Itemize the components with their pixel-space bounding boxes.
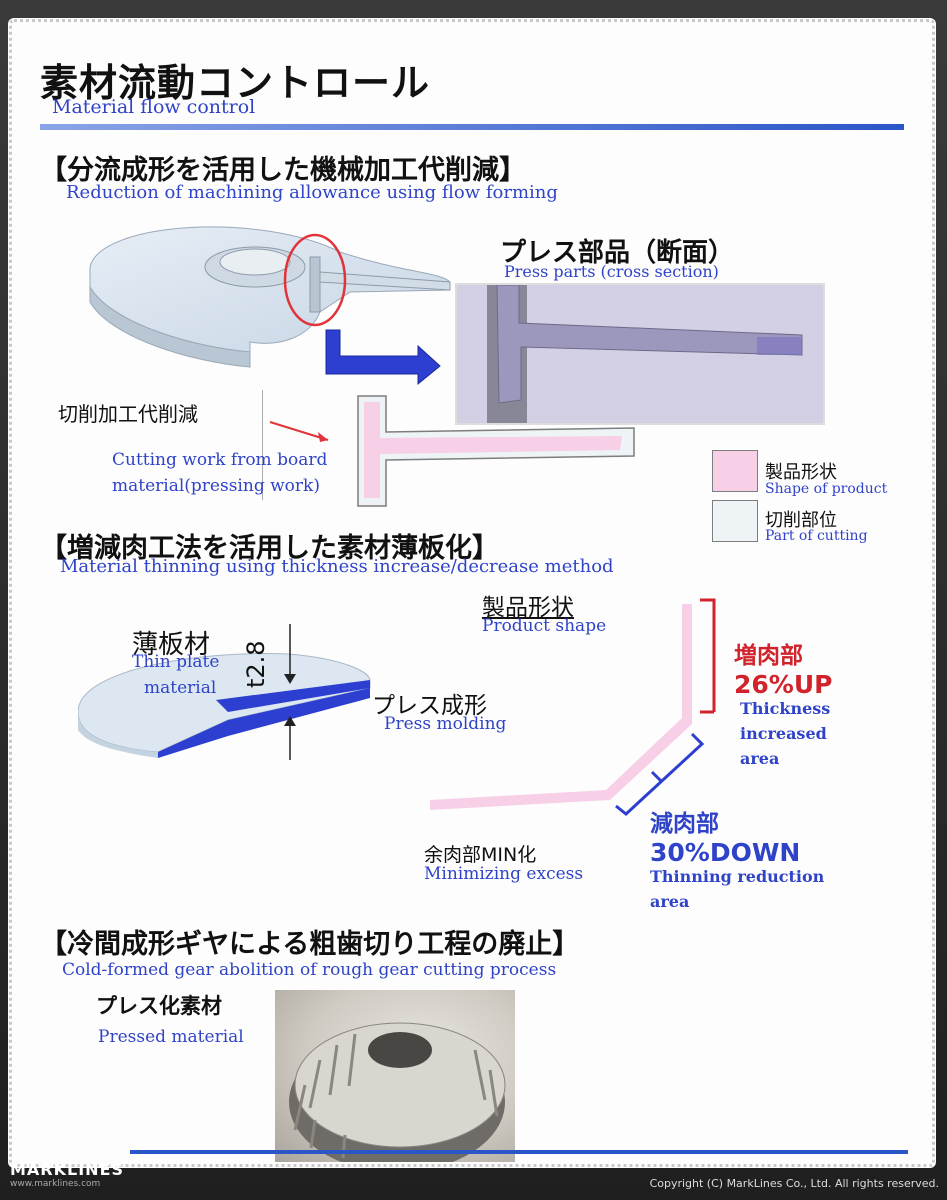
poster-panel [8,18,936,1168]
thickness-label: t2.8 [242,640,270,688]
press-parts-photo [455,283,825,425]
disc-3d-illustration [89,226,451,368]
pressed-material-label-en: Pressed material [98,1027,244,1047]
section1-subheading: Reduction of machining allowance using f… [66,182,558,203]
cutting-work-label-2: material(pressing work) [112,476,320,496]
pressed-material-label: プレス化素材 [96,994,222,1018]
page-title: 素材流動コントロール [40,61,431,105]
t-profile-diagram [357,395,635,507]
blue-arrow-icon [325,329,441,386]
logo-url: www.marklines.com [10,1179,101,1189]
highlight-circle [283,233,347,327]
title-underline [40,124,904,130]
footer-bar [130,1150,908,1154]
decrease-en-1: Thinning reduction [650,867,825,886]
red-arrow-icon [269,421,329,442]
logo-text: MARKLINES [10,1160,125,1179]
section2-heading: 【増減肉工法を活用した素材薄板化】 [40,533,499,564]
press-molding-label-en: Press molding [384,714,507,734]
section2-subheading: Material thinning using thickness increa… [60,556,614,577]
decrease-en-2: area [650,892,690,911]
marklines-logo: MARKLINES www.marklines.com [10,1160,124,1189]
decrease-label: 減肉部 [650,811,719,837]
thin-plate-label-en-1: Thin plate [132,652,220,672]
divider-line [262,390,263,500]
press-parts-label: プレス部品（断面） [500,238,735,268]
legend-product-label-en: Shape of product [765,481,888,497]
increase-bracket [700,598,716,712]
decrease-percentage: 30%DOWN [650,838,801,867]
thin-plate-illustration [78,653,371,758]
thin-plate-label: 薄板材 [132,630,211,660]
increase-en-2: increased [740,724,827,743]
legend-swatch-product [712,450,758,492]
increase-percentage: 26%UP [734,670,833,699]
decrease-bracket [615,732,705,816]
increase-en-3: area [740,749,780,768]
cutting-reduction-label: 切削加工代削減 [58,402,198,426]
minimize-excess-label: 余肉部MIN化 [424,844,537,866]
product-shape-profile [430,598,716,816]
press-parts-label-en: Press parts (cross section) [504,262,719,281]
increase-en-1: Thickness [740,699,831,718]
legend-cutting-label: 切削部位 [765,510,837,531]
gear-graphic [289,1022,506,1162]
section3-subheading: Cold-formed gear abolition of rough gear… [62,960,557,980]
copyright-text: Copyright (C) MarkLines Co., Ltd. All ri… [649,1177,939,1190]
thin-plate-label-en-2: material [144,678,217,698]
product-shape-label-en: Product shape [482,616,607,636]
legend-product-label: 製品形状 [765,462,837,483]
section1-heading: 【分流成形を活用した機械加工代削減】 [40,155,526,186]
cutting-work-label-1: Cutting work from board [112,450,328,470]
press-molding-label: プレス成形 [372,693,487,719]
thickness-arrows-icon [284,624,296,760]
section3-heading: 【冷間成形ギヤによる粗歯切り工程の廃止】 [40,929,580,960]
minimize-excess-label-en: Minimizing excess [424,864,584,884]
page-subtitle: Material flow control [52,96,256,118]
gear-photo [275,990,515,1162]
cross-section-photo-graphic [457,285,823,423]
legend-swatch-cutting [712,500,758,542]
increase-label: 増肉部 [734,643,803,669]
product-shape-label: 製品形状 [482,595,574,621]
legend-cutting-label-en: Part of cutting [765,528,868,544]
